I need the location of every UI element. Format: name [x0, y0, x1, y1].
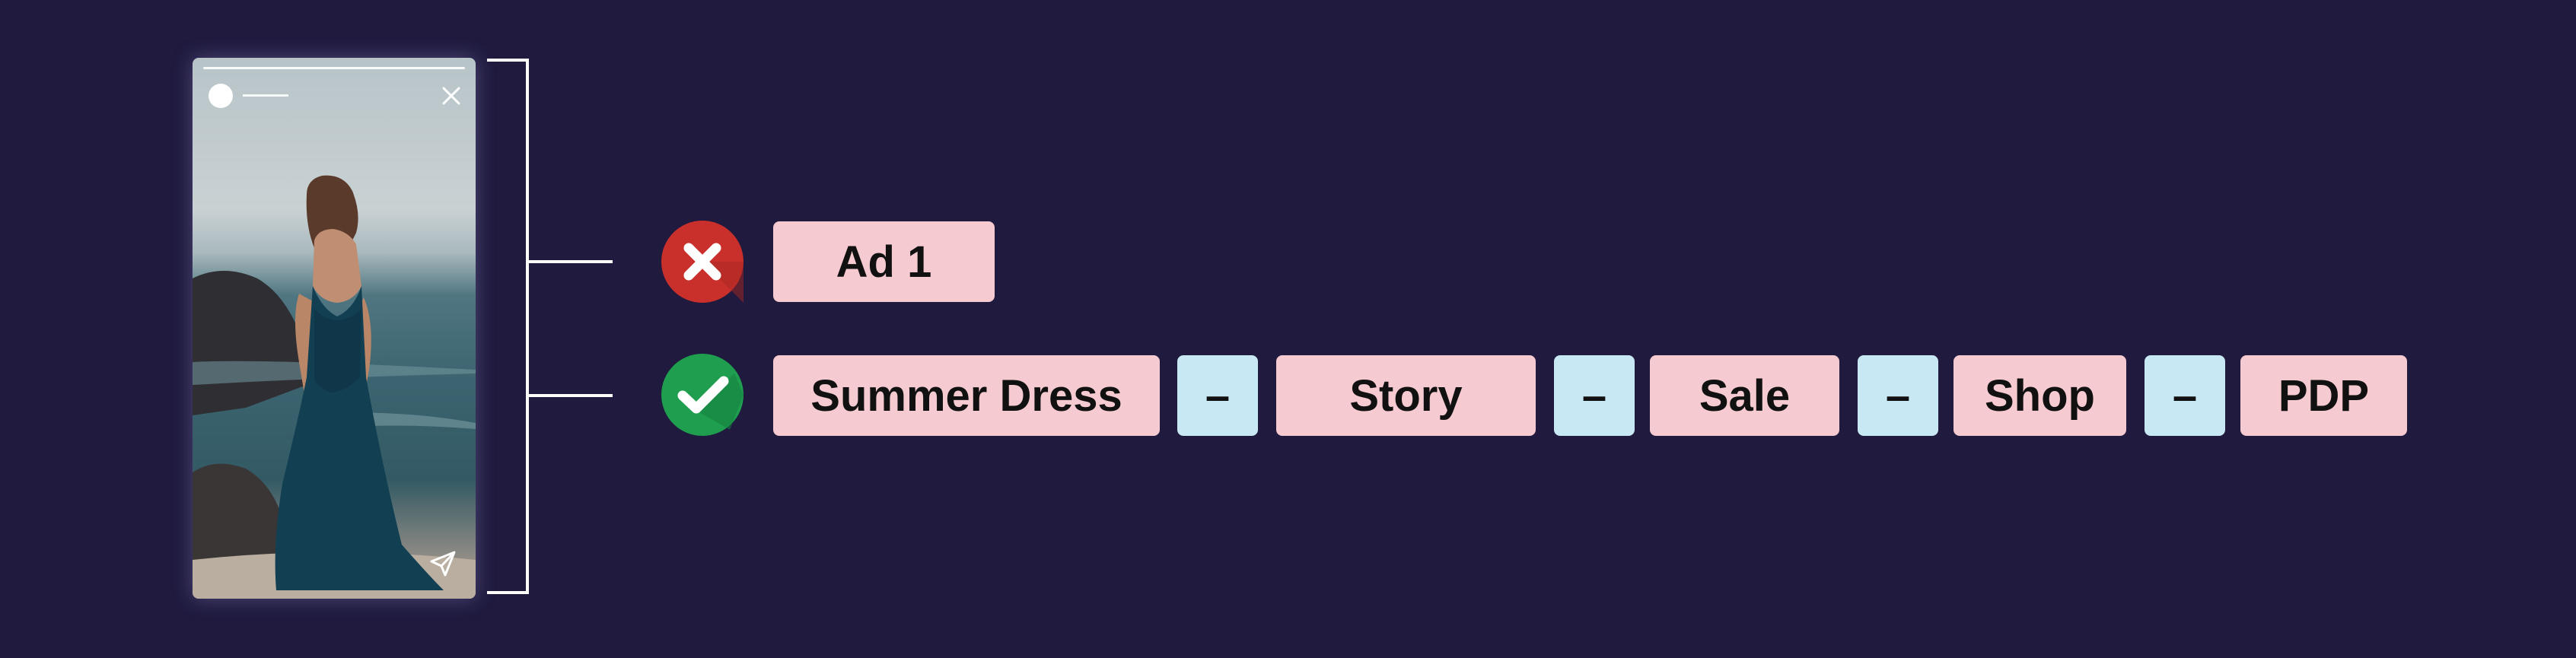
close-icon[interactable]: [442, 87, 460, 105]
segment-chip: Sale: [1650, 355, 1839, 436]
segment-chip: Ad 1: [773, 221, 995, 302]
segment-chip: Shop: [1953, 355, 2126, 436]
x-circle-icon: [661, 221, 744, 303]
story-preview: [193, 58, 476, 599]
check-circle-icon: [661, 354, 744, 436]
separator-chip: –: [1177, 355, 1258, 436]
connector-line: [529, 394, 613, 397]
bracket: [487, 59, 529, 594]
avatar: [209, 84, 233, 108]
separator-chip: –: [2145, 355, 2225, 436]
separator-chip: –: [1554, 355, 1635, 436]
segment-chip: PDP: [2240, 355, 2407, 436]
rock-left: [193, 271, 307, 415]
segment-chip: Summer Dress: [773, 355, 1160, 436]
story-photo: [193, 67, 476, 599]
rock-bottom: [193, 463, 288, 575]
hair: [306, 175, 358, 248]
username-line: [243, 94, 288, 97]
segment-chip: Story: [1276, 355, 1536, 436]
send-icon[interactable]: [430, 551, 456, 577]
progress-bar: [203, 67, 465, 69]
connector-line: [529, 260, 613, 263]
separator-chip: –: [1858, 355, 1938, 436]
